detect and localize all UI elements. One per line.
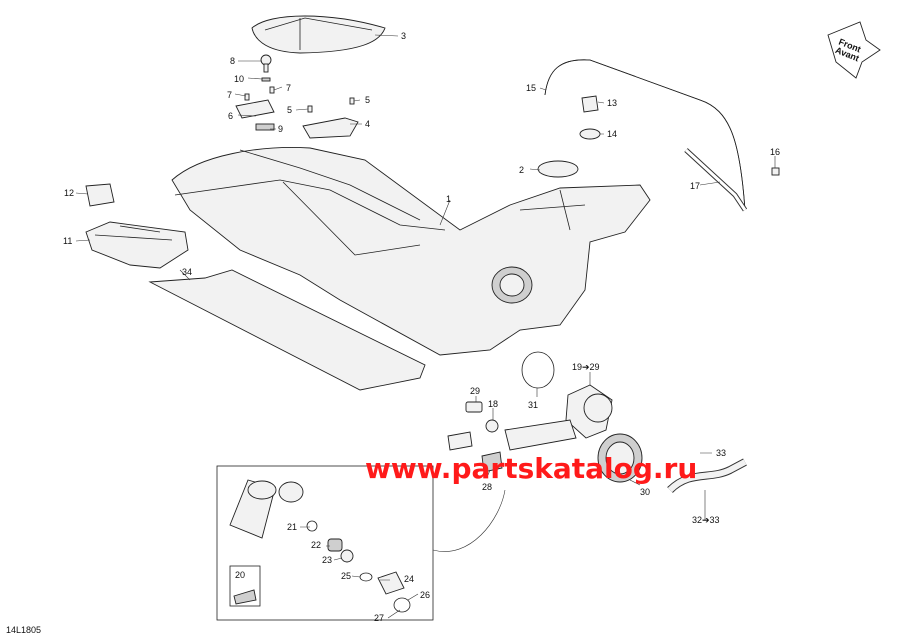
callout-28: 28 [482, 482, 492, 492]
diagram-code: 14L1805 [6, 625, 41, 635]
callout-7a: 7 [227, 90, 232, 100]
part-3-cover [251, 15, 386, 54]
callout-7b: 7 [286, 83, 291, 93]
watermark-text: www.partskatalog.ru [365, 452, 697, 485]
callout-25: 25 [341, 571, 351, 581]
callout-labels: 3 8 10 7 7 5 5 6 9 4 12 11 34 1 2 15 13 … [63, 31, 780, 623]
callout-21: 21 [287, 522, 297, 532]
part-12-pad [85, 183, 115, 207]
part-29-fitting [465, 401, 483, 413]
hardware-group [235, 54, 359, 139]
callout-2: 2 [519, 165, 524, 175]
callout-10: 10 [234, 74, 244, 84]
callout-16: 16 [770, 147, 780, 157]
callout-15: 15 [526, 83, 536, 93]
callout-11: 11 [63, 236, 72, 246]
part-18-washer [485, 419, 499, 433]
part-2-cap [537, 160, 579, 178]
part-11-module [85, 221, 189, 269]
callout-9: 9 [278, 124, 283, 134]
part-connector [447, 431, 473, 451]
part-19-pump [504, 384, 613, 451]
callout-24: 24 [404, 574, 414, 584]
part-28-connector [481, 451, 503, 473]
part-34-sheet [148, 269, 426, 391]
callout-26: 26 [420, 590, 430, 600]
callout-30: 30 [640, 487, 650, 497]
leader-lines [75, 34, 776, 619]
callout-1: 1 [446, 194, 451, 204]
callout-8: 8 [230, 56, 235, 66]
callout-6: 6 [228, 111, 233, 121]
callout-5a: 5 [287, 105, 292, 115]
callout-34: 34 [182, 267, 192, 277]
callout-22: 22 [311, 540, 321, 550]
callout-23: 23 [322, 555, 332, 565]
callout-19-29: 19➔29 [572, 362, 600, 372]
part-13-valve [581, 95, 599, 113]
callout-32-33: 32➔33 [692, 515, 720, 525]
callout-13: 13 [607, 98, 617, 108]
front-direction-arrow: FrontAvant [827, 21, 881, 79]
callout-31: 31 [528, 400, 538, 410]
detail-inset-frame [216, 465, 434, 621]
callout-27: 27 [374, 613, 384, 623]
callout-5b: 5 [365, 95, 370, 105]
part-1-tank [171, 147, 651, 356]
part-14-grommet [579, 128, 601, 140]
callout-4: 4 [365, 119, 370, 129]
part-16-fitting [771, 167, 780, 176]
callout-3: 3 [401, 31, 406, 41]
callout-12: 12 [64, 188, 74, 198]
callout-29: 29 [470, 386, 480, 396]
callout-33: 33 [716, 448, 726, 458]
callout-20: 20 [235, 570, 245, 580]
inset-pump [229, 479, 411, 613]
callout-14: 14 [607, 129, 617, 139]
callout-18: 18 [488, 399, 498, 409]
callout-17: 17 [690, 181, 700, 191]
part-31-oring [521, 351, 555, 389]
